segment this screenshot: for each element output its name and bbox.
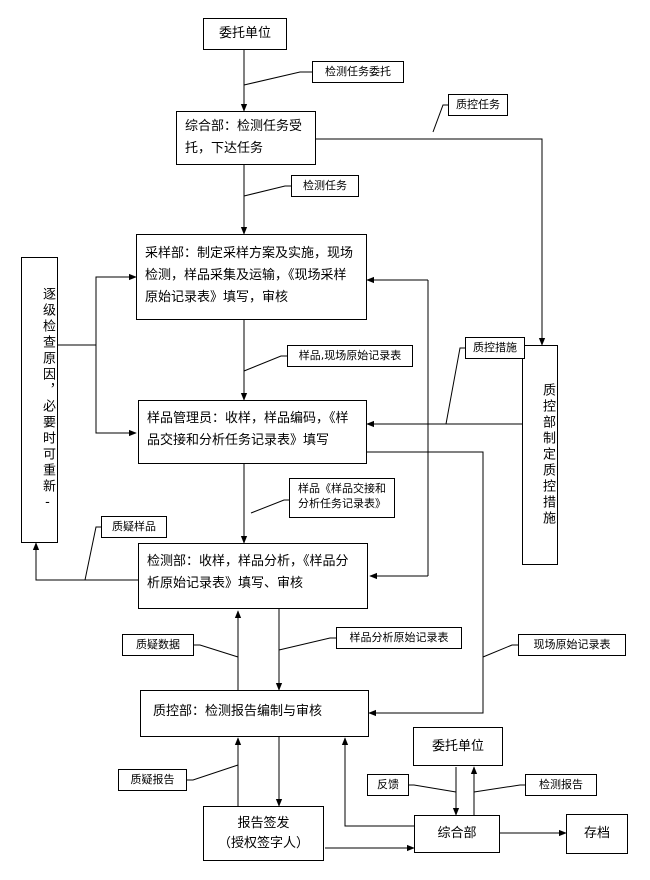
line-qc-task [316, 138, 546, 346]
leader-suspect-data [194, 644, 239, 658]
node-general-dept[interactable]: 综合部：检测任务受托，下达任务 [176, 111, 316, 165]
node-report-issue[interactable]: 报告签发 （授权签字人） [203, 806, 324, 861]
node-investigate[interactable]: 逐级检查原因，必要时可重新- [21, 257, 58, 543]
leader-field-records [482, 644, 518, 658]
callout-task-entrust: 检测任务委托 [312, 61, 404, 83]
node-sample-admin[interactable]: 样品管理员：收样，样品编码，《样品交接和分析任务记录表》填写 [138, 400, 367, 464]
leader-suspect-report [187, 764, 239, 781]
samples-handover-line1: 样品《样品交接和 [298, 482, 386, 495]
callout-suspect-data: 质疑数据 [122, 634, 194, 656]
line-testing-to-investigate [32, 542, 138, 581]
callout-samples-records: 样品,现场原始记录表 [287, 345, 413, 367]
callout-field-records: 现场原始记录表 [518, 634, 626, 656]
leader-suspect-samples [84, 526, 101, 581]
leader-test-task [243, 185, 291, 197]
node-testing-dept[interactable]: 检测部：收样，样品分析，《样品分析原始记录表》填写、审核 [138, 543, 368, 609]
callout-qc-task: 质控任务 [448, 94, 508, 116]
line-investigate-to-admin [95, 345, 137, 437]
node-qc-report[interactable]: 质控部：检测报告编制与审核 [140, 690, 369, 737]
callout-suspect-samples: 质疑样品 [101, 516, 167, 538]
samples-handover-line2: 分析任务记录表》 [298, 497, 386, 510]
callout-feedback: 反馈 [367, 774, 409, 796]
callout-samples-handover: 样品《样品交接和 分析任务记录表》 [289, 478, 395, 518]
report-issue-signatory: （授权签字人） [217, 835, 309, 851]
callout-suspect-report: 质疑报告 [118, 769, 187, 791]
callout-qc-measures: 质控措施 [465, 337, 525, 359]
callout-analysis-records: 样品分析原始记录表 [336, 627, 462, 649]
leader-task-entrust [243, 71, 312, 86]
node-archive[interactable]: 存档 [566, 814, 628, 854]
node-qc-measures[interactable]: 质控部制定质控措施 [522, 345, 558, 565]
leader-test-report [473, 784, 525, 793]
line-general-to-qc [341, 737, 414, 827]
leader-analysis-records [278, 637, 336, 651]
leader-feedback [409, 784, 457, 793]
leader-qc-measures [445, 347, 465, 425]
node-client-top[interactable]: 委托单位 [203, 18, 287, 50]
leader-samples-records [243, 355, 287, 372]
line-investigate-to-sampling [58, 273, 137, 346]
leader-samples-handover [250, 499, 289, 514]
leader-qc-task [432, 104, 448, 133]
line-field-records [367, 451, 484, 717]
callout-test-task: 检测任务 [291, 175, 359, 197]
node-client-bottom[interactable]: 委托单位 [413, 727, 503, 766]
node-general-dept-bottom[interactable]: 综合部 [414, 815, 500, 853]
callout-test-report: 检测报告 [525, 774, 597, 796]
node-sampling-dept[interactable]: 采样部：制定采样方案及实施，现场检测，样品采集及运输，《现场采样原始记录表》填写… [136, 234, 367, 320]
report-issue-title: 报告签发 [237, 815, 290, 831]
